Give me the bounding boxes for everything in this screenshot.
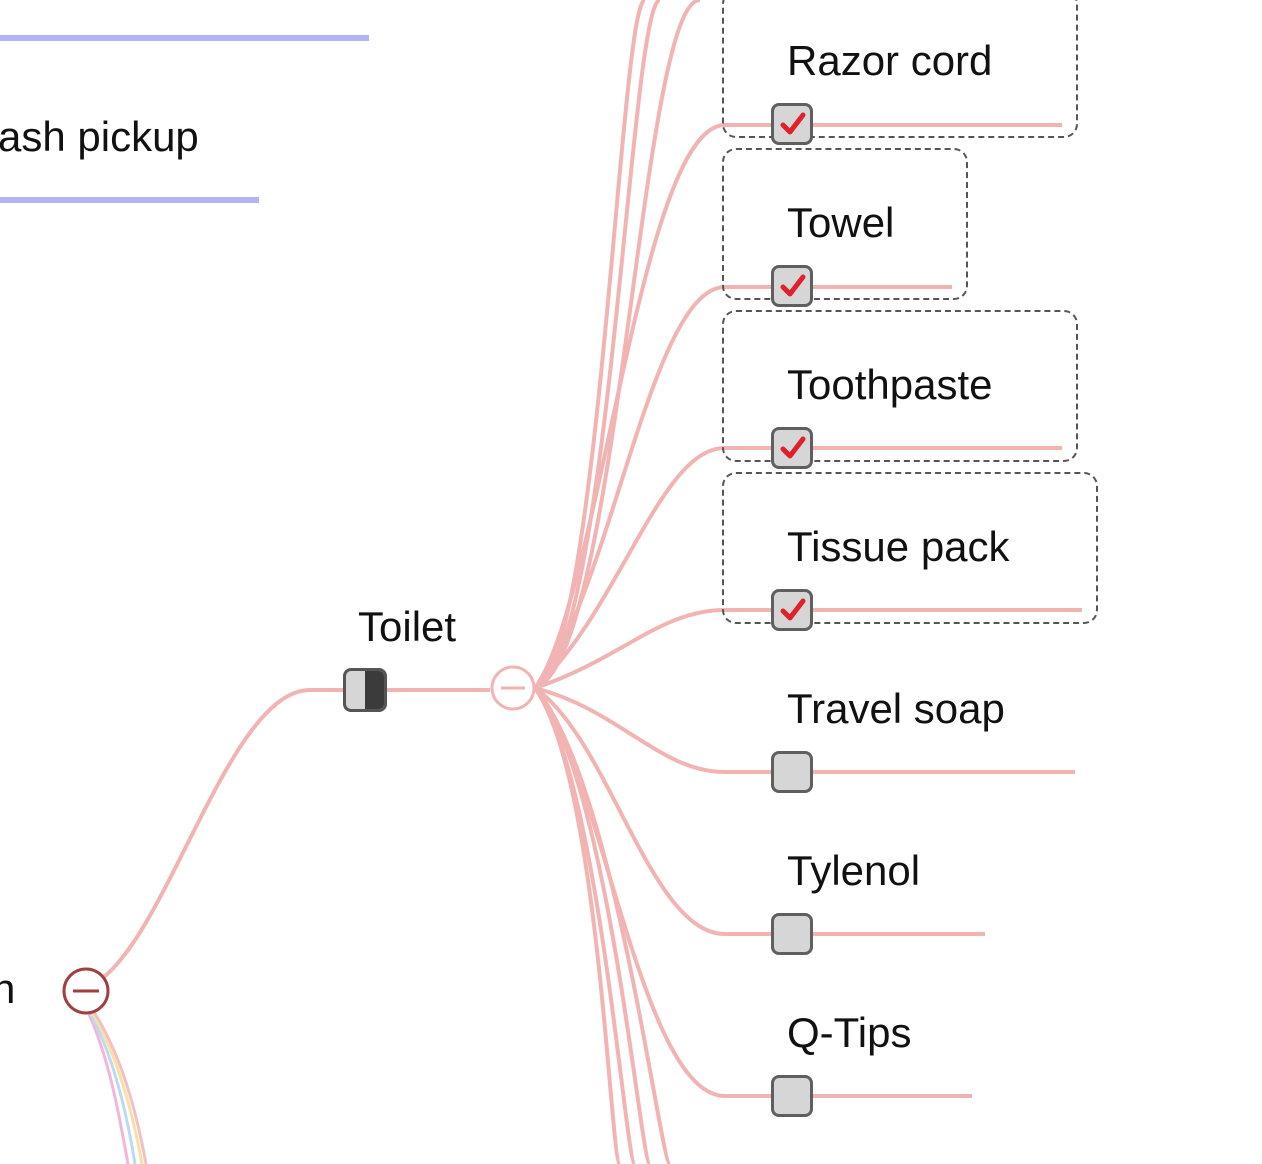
checkmark-icon [780, 598, 806, 621]
branch-root-toilet [98, 688, 311, 982]
branch-toothpaste [533, 446, 726, 690]
checkbox-qtips[interactable] [771, 1075, 813, 1117]
branch-tylenol [533, 686, 726, 936]
item-label-travel-soap[interactable]: Travel soap [787, 685, 1005, 732]
selection-box-towel [722, 148, 968, 300]
branch-towel [533, 285, 726, 690]
item-label-qtips[interactable]: Q-Tips [787, 1009, 912, 1056]
selection-box-toothpaste [722, 310, 1078, 462]
item-label-razor-cord[interactable]: Razor cord [787, 37, 993, 84]
checkbox-razor-cord[interactable] [771, 103, 813, 145]
checkbox-tylenol[interactable] [771, 913, 813, 955]
left-collapse-icon [62, 967, 110, 1015]
item-label-toothpaste[interactable]: Toothpaste [787, 361, 993, 408]
checkbox-toothpaste[interactable] [771, 427, 813, 469]
branch-tissue-pack [534, 608, 726, 690]
item-label-towel[interactable]: Towel [787, 199, 895, 246]
item-label-tylenol[interactable]: Tylenol [787, 847, 921, 894]
left-node-label-ash-pickup[interactable]: ash pickup [0, 113, 199, 160]
checkbox-tissue-pack[interactable] [771, 589, 813, 631]
toilet-collapse-icon [490, 665, 536, 711]
left-node-label-partial[interactable]: n [0, 965, 16, 1012]
branch-razor-cord [533, 123, 726, 690]
checkmark-icon [780, 112, 806, 135]
checkbox-towel[interactable] [771, 265, 813, 307]
branch-travel-soap [534, 686, 726, 774]
item-label-tissue-pack[interactable]: Tissue pack [787, 523, 1010, 570]
selection-box-razor-cord [722, 0, 1078, 138]
selection-box-tissue-pack [722, 472, 1098, 624]
toilet-partial-checkbox[interactable] [343, 668, 387, 712]
checkmark-icon [780, 436, 806, 459]
checkmark-icon [780, 274, 806, 297]
toilet-label[interactable]: Toilet [358, 603, 457, 650]
checkbox-travel-soap[interactable] [771, 751, 813, 793]
